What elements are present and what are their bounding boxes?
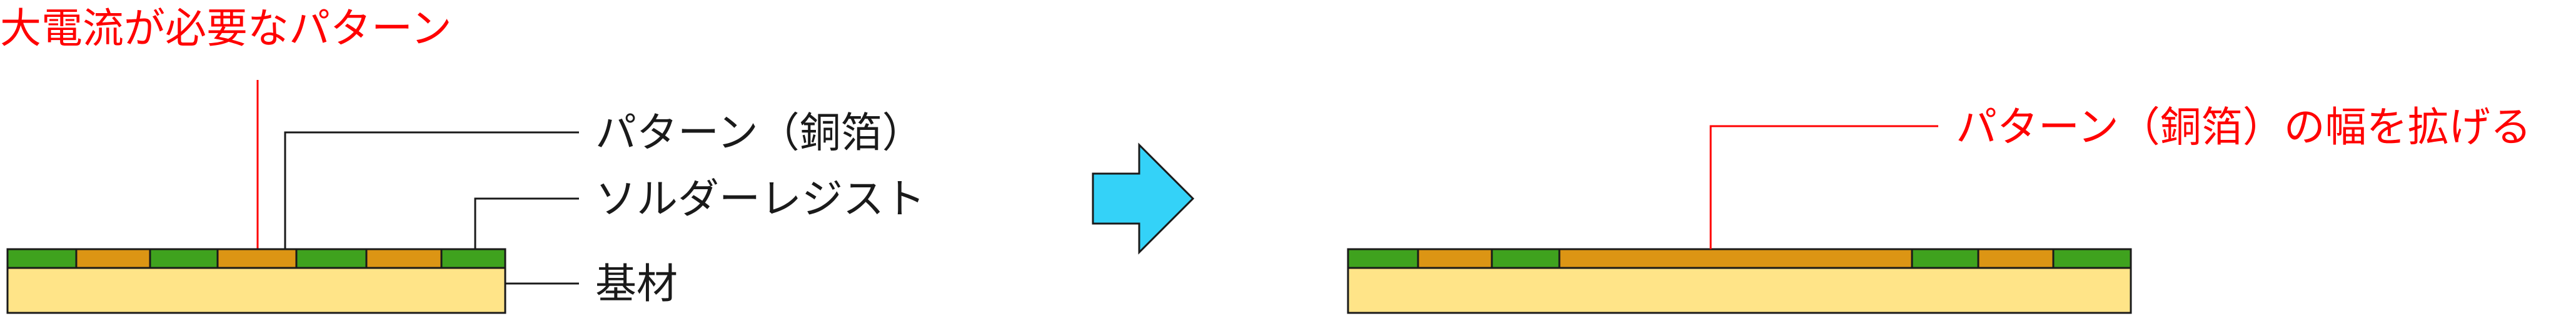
right-widened-copper-segment (1558, 248, 1913, 269)
left-panel: 大電流が必要なパターン パターン（銅箔） ソルダーレジスト 基材 (0, 4, 925, 314)
left-solder-resist-segment (6, 248, 78, 269)
solder-resist-leader-line (474, 197, 579, 249)
left-solder-resist-segment (149, 248, 219, 269)
left-solder-resist-segment (295, 248, 368, 269)
left-substrate (6, 267, 506, 314)
left-target-copper-segment (216, 248, 298, 269)
left-layer-strip (6, 248, 506, 269)
left-title: 大電流が必要なパターン (0, 4, 452, 52)
callout-leader-line (1709, 125, 1938, 249)
pattern-leader-line (284, 131, 579, 249)
right-solder-resist-segment (2052, 248, 2132, 269)
right-panel: パターン（銅箔）の幅を拡げる (1347, 103, 2532, 314)
pattern-label: パターン（銅箔） (595, 109, 923, 157)
left-copper-segment (75, 248, 151, 269)
left-copper-segment (365, 248, 443, 269)
left-solder-resist-segment (440, 248, 506, 269)
right-callout-label: パターン（銅箔）の幅を拡げる (1956, 103, 2532, 151)
right-arrow-icon (1092, 142, 1195, 255)
right-solder-resist-segment (1347, 248, 1419, 269)
substrate-label: 基材 (595, 260, 678, 308)
right-copper-segment (1417, 248, 1493, 269)
solder-resist-label: ソルダーレジスト (595, 175, 925, 223)
right-copper-segment (1977, 248, 2055, 269)
right-solder-resist-segment (1491, 248, 1561, 269)
right-solder-resist-segment (1911, 248, 1980, 269)
right-layer-strip (1347, 248, 2132, 269)
right-substrate (1347, 267, 2132, 314)
